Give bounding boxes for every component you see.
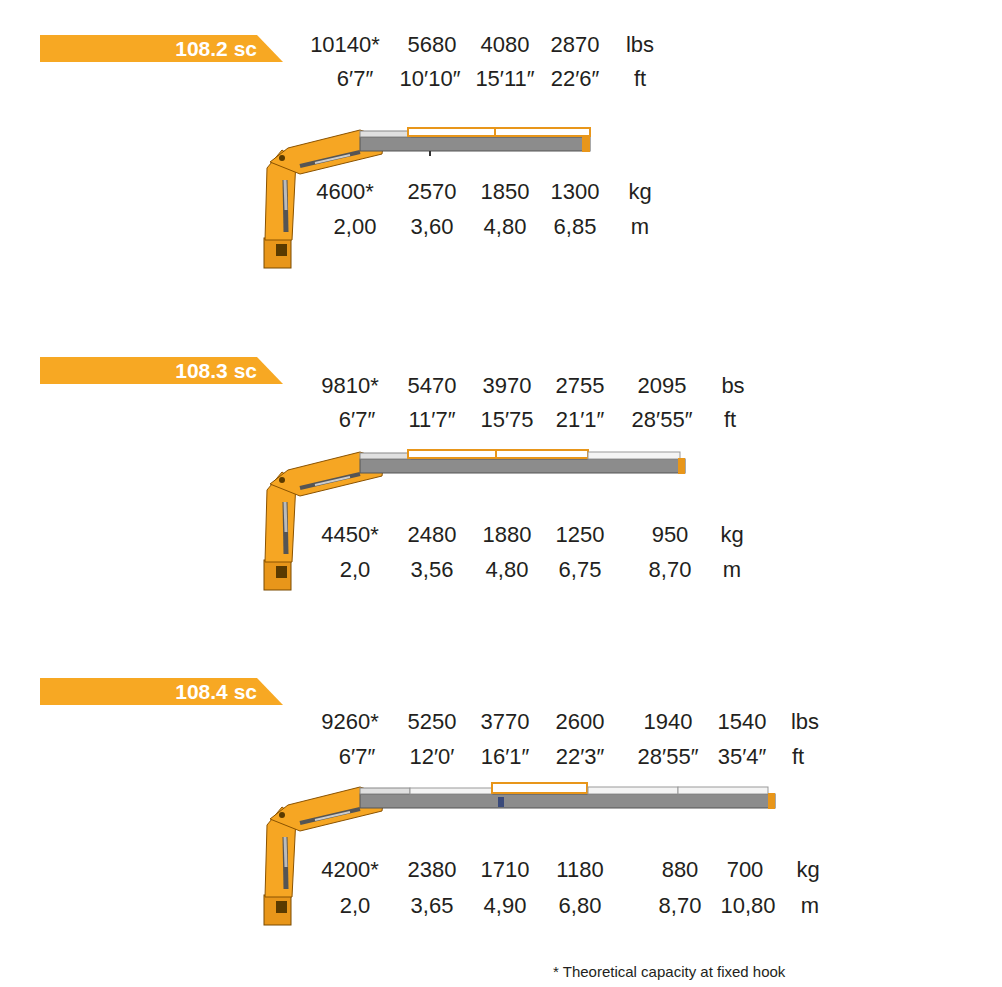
table-cell: 16′1″ bbox=[481, 746, 530, 768]
model-tag: 108.4 sc bbox=[40, 678, 283, 705]
table-cell: 5250 bbox=[408, 711, 457, 733]
table-cell: 1710 bbox=[481, 859, 530, 881]
table-cell: 15′75 bbox=[480, 409, 533, 431]
table-cell: 3,60 bbox=[411, 216, 454, 238]
table-cell: 2,0 bbox=[340, 895, 371, 917]
table-cell: 4,90 bbox=[484, 895, 527, 917]
table-cell: 1850 bbox=[481, 181, 530, 203]
table-cell: 2755 bbox=[556, 375, 605, 397]
table-cell: 2095 bbox=[638, 375, 687, 397]
table-cell: 8,70 bbox=[659, 895, 702, 917]
table-cell: 880 bbox=[662, 859, 699, 881]
footnote: * Theoretical capacity at fixed hook bbox=[553, 964, 785, 979]
table-cell: 21′1″ bbox=[556, 409, 605, 431]
table-cell: 1880 bbox=[483, 524, 532, 546]
table-cell: 3970 bbox=[483, 375, 532, 397]
table-cell: 3770 bbox=[481, 711, 530, 733]
table-cell: 6′7″ bbox=[337, 68, 373, 90]
table-cell: 5470 bbox=[408, 375, 457, 397]
table-cell: 6,75 bbox=[559, 559, 602, 581]
table-cell: ft bbox=[792, 746, 804, 768]
table-cell: 15′11″ bbox=[475, 68, 534, 90]
table-cell: 1540 bbox=[718, 711, 767, 733]
table-cell: 4,80 bbox=[486, 559, 529, 581]
model-tag: 108.2 sc bbox=[40, 35, 283, 62]
table-cell: 4600* bbox=[316, 181, 374, 203]
table-cell: 4200* bbox=[321, 859, 379, 881]
table-cell: m bbox=[631, 216, 649, 238]
table-cell: 6′7″ bbox=[339, 746, 375, 768]
table-cell: 4080 bbox=[481, 34, 530, 56]
table-cell: 2570 bbox=[408, 181, 457, 203]
table-cell: m bbox=[801, 895, 819, 917]
table-cell: 2600 bbox=[556, 711, 605, 733]
table-cell: 1940 bbox=[644, 711, 693, 733]
table-cell: 10140* bbox=[310, 34, 380, 56]
table-cell: 12′0′ bbox=[410, 746, 455, 768]
table-cell: kg bbox=[796, 859, 819, 881]
table-cell: 6,85 bbox=[554, 216, 597, 238]
table-cell: ft bbox=[724, 409, 736, 431]
table-cell: 4450* bbox=[321, 524, 379, 546]
table-cell: 6,80 bbox=[559, 895, 602, 917]
table-cell: kg bbox=[720, 524, 743, 546]
table-cell: 1250 bbox=[556, 524, 605, 546]
table-cell: 950 bbox=[652, 524, 689, 546]
table-cell: 8,70 bbox=[649, 559, 692, 581]
table-cell: 700 bbox=[727, 859, 764, 881]
table-cell: ft bbox=[634, 68, 646, 90]
table-cell: 2480 bbox=[408, 524, 457, 546]
table-cell: 9260* bbox=[321, 711, 379, 733]
table-cell: m bbox=[723, 559, 741, 581]
table-cell: 10,80 bbox=[720, 895, 775, 917]
model-tag: 108.3 sc bbox=[40, 357, 283, 384]
table-cell: kg bbox=[628, 181, 651, 203]
model-name: 108.2 sc bbox=[175, 37, 257, 61]
table-cell: bs bbox=[721, 375, 744, 397]
table-cell: 10′10″ bbox=[400, 68, 461, 90]
table-cell: 4,80 bbox=[484, 216, 527, 238]
table-cell: 35′4″ bbox=[718, 746, 767, 768]
table-cell: lbs bbox=[791, 711, 819, 733]
table-cell: 2870 bbox=[551, 34, 600, 56]
model-name: 108.3 sc bbox=[175, 359, 257, 383]
table-cell: 3,56 bbox=[411, 559, 454, 581]
table-cell: 22′3″ bbox=[556, 746, 605, 768]
model-name: 108.4 sc bbox=[175, 680, 257, 704]
table-cell: 9810* bbox=[321, 375, 379, 397]
table-cell: 1180 bbox=[556, 859, 603, 881]
table-cell: 3,65 bbox=[411, 895, 454, 917]
table-cell: 28′55″ bbox=[638, 746, 699, 768]
table-cell: 22′6″ bbox=[551, 68, 600, 90]
table-cell: 5680 bbox=[408, 34, 457, 56]
table-cell: 28′55″ bbox=[632, 409, 693, 431]
table-cell: 11′7″ bbox=[409, 409, 456, 431]
table-cell: 2380 bbox=[408, 859, 457, 881]
table-cell: 2,0 bbox=[340, 559, 371, 581]
table-cell: 2,00 bbox=[334, 216, 377, 238]
table-cell: lbs bbox=[626, 34, 654, 56]
table-cell: 6′7″ bbox=[339, 409, 375, 431]
table-cell: 1300 bbox=[551, 181, 600, 203]
